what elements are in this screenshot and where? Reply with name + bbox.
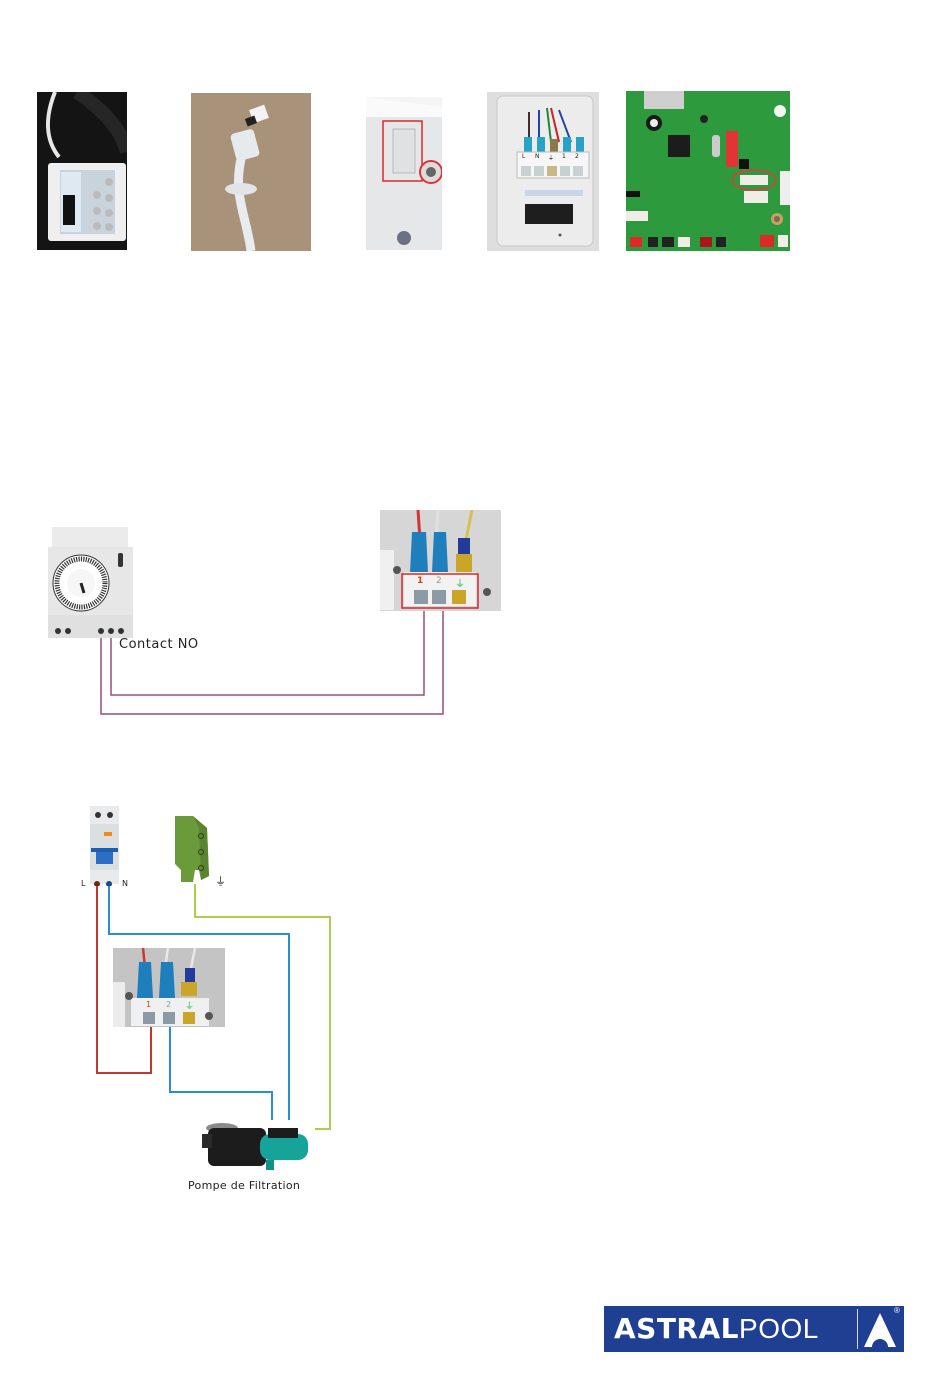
- din-timer-illustration: [48, 527, 133, 638]
- terminal-label-2: 2: [575, 153, 579, 160]
- logo-a-mark-icon: [864, 1313, 896, 1347]
- pump-wiring-diagram: [96, 880, 331, 1130]
- cable-gland-illustration: [225, 104, 269, 251]
- logo-light-text: POOL: [739, 1313, 819, 1344]
- timer-wiring-diagram: [100, 600, 444, 715]
- heat-pump-panel-illustration: [366, 97, 442, 250]
- cable-gland-photo: [191, 93, 311, 251]
- wired-controller-photo: [37, 92, 127, 250]
- terminal-block-timer-photo: 1 2 ⏚: [380, 510, 501, 611]
- contact-wire-inner: [110, 600, 425, 696]
- heat-pump-panel-photo: [366, 97, 442, 250]
- terminal-label-n: N: [535, 153, 540, 160]
- circuit-breaker-photo: [89, 806, 120, 886]
- logo-divider: [857, 1309, 858, 1349]
- control-pcb-illustration: [626, 91, 790, 247]
- filtration-pump-illustration: [202, 1123, 308, 1170]
- astralpool-logo: ASTRALPOOL ®: [604, 1306, 904, 1352]
- terminal-block-pump-illustration: [113, 948, 225, 1027]
- logo-registered: ®: [894, 1306, 900, 1315]
- terminal-block-photo: L N ⏚ 1 2: [487, 92, 599, 251]
- circuit-breaker-illustration: [90, 806, 119, 886]
- timer-terminal-label-2: 2: [436, 576, 442, 586]
- neutral-wire-breaker: [108, 883, 290, 1130]
- contact-no-label: Contact NO: [119, 637, 199, 652]
- terminal-block-illustration: [496, 95, 594, 247]
- pump-label: Pompe de Filtration: [188, 1179, 301, 1192]
- earth-wire: [194, 880, 331, 1130]
- logo-wordmark: ASTRALPOOL: [614, 1313, 819, 1345]
- terminal-label-earth: ⏚: [548, 155, 555, 162]
- control-pcb-photo: [626, 91, 790, 251]
- logo-bold-text: ASTRAL: [614, 1312, 740, 1345]
- earth-terminal-photo: [171, 814, 211, 884]
- terminal-label-l: L: [522, 153, 526, 160]
- timer-terminal-label-earth: ⏚: [455, 579, 465, 590]
- contact-wire-outer: [100, 600, 444, 715]
- neutral-wire-terminal: [169, 1022, 273, 1130]
- breaker-label-n: N: [122, 879, 128, 888]
- live-wire: [96, 883, 152, 1074]
- din-timer-photo: [48, 523, 133, 638]
- terminal-block-timer-illustration: [380, 510, 501, 611]
- wired-controller-illustration: [46, 92, 127, 241]
- timer-terminal-label-1: 1: [417, 576, 424, 586]
- filtration-pump-photo: [200, 1120, 315, 1172]
- terminal-block-pump-photo: 1 2 ⏚: [113, 948, 225, 1027]
- pump-terminal-label-1: 1: [146, 1000, 152, 1009]
- pump-terminal-label-earth: ⏚: [185, 1002, 195, 1012]
- earth-terminal-illustration: [175, 816, 209, 882]
- breaker-label-l: L: [81, 879, 86, 888]
- earth-symbol: ⏚: [215, 875, 226, 888]
- pump-terminal-label-2: 2: [166, 1000, 172, 1009]
- terminal-label-1: 1: [562, 153, 566, 160]
